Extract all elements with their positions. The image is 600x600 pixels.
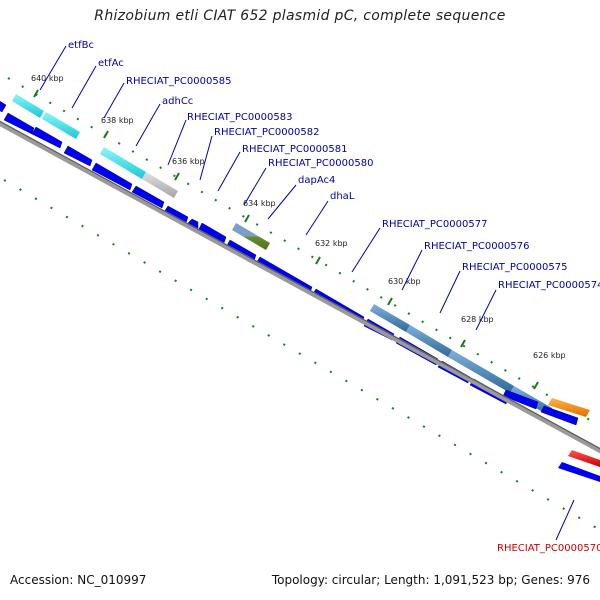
scale-label-632: 632 kbp xyxy=(315,239,348,248)
cds-arrow xyxy=(131,185,165,209)
scale-label-628: 628 kbp xyxy=(461,315,494,324)
scale-label-630: 630 kbp xyxy=(388,277,421,286)
scale-labels: 640 kbp 638 kbp 636 kbp 634 kbp 632 kbp … xyxy=(31,74,566,360)
gene-label-RHECIAT_PC0000575: RHECIAT_PC0000575 xyxy=(462,262,567,273)
cds-arrow xyxy=(63,145,93,167)
feature-adhCc-b xyxy=(142,172,178,198)
gene-labels: etfBc etfAc RHECIAT_PC0000585 adhCc RHEC… xyxy=(68,40,600,554)
scale-label-636: 636 kbp xyxy=(172,157,205,166)
gene-label-etfAc: etfAc xyxy=(98,58,124,69)
inner-tick-dots xyxy=(3,179,600,531)
cds-arrow xyxy=(31,126,63,149)
scale-label-626: 626 kbp xyxy=(533,351,566,360)
gene-label-dapAc4: dapAc4 xyxy=(298,175,335,186)
gene-label-RHECIAT_PC0000585: RHECIAT_PC0000585 xyxy=(126,76,231,87)
cds-arrow xyxy=(558,462,600,482)
gene-label-RHECIAT_PC0000574: RHECIAT_PC0000574 xyxy=(498,280,600,291)
gene-label-RHECIAT_PC0000576: RHECIAT_PC0000576 xyxy=(424,241,529,252)
feature-track xyxy=(12,94,590,417)
feature-adhCc-a xyxy=(100,147,146,179)
gene-label-RHECIAT_PC0000570: RHECIAT_PC0000570 xyxy=(497,543,600,554)
scale-label-638: 638 kbp xyxy=(101,116,134,125)
feature-PC0000576 xyxy=(406,325,452,357)
cds-arrow xyxy=(540,405,579,426)
map-title: Rhizobium etli CIAT 652 plasmid pC, comp… xyxy=(94,8,506,24)
gene-label-etfBc: etfBc xyxy=(68,40,94,51)
feature-orange xyxy=(548,398,590,417)
gene-label-RHECIAT_PC0000581: RHECIAT_PC0000581 xyxy=(242,144,347,155)
scale-ticks xyxy=(33,89,539,390)
label-connectors xyxy=(39,45,575,541)
feature-etfAc xyxy=(42,112,80,139)
cds-arrow xyxy=(0,100,7,113)
feature-PC0000575 xyxy=(448,350,514,393)
topology-summary: Topology: circular; Length: 1,091,523 bp… xyxy=(271,573,590,587)
scale-label-634: 634 kbp xyxy=(243,199,276,208)
feature-etfBc xyxy=(12,94,44,118)
feature-PC0000570 xyxy=(568,450,600,467)
gene-label-dhaL: dhaL xyxy=(330,191,355,202)
accession-text: Accession: NC_010997 xyxy=(10,573,147,587)
lower-features xyxy=(558,450,600,482)
feature-dapAc4 xyxy=(232,223,270,250)
gene-label-RHECIAT_PC0000577: RHECIAT_PC0000577 xyxy=(382,219,487,230)
gene-label-RHECIAT_PC0000580: RHECIAT_PC0000580 xyxy=(268,158,373,169)
gene-label-adhCc: adhCc xyxy=(162,96,193,107)
gene-label-RHECIAT_PC0000582: RHECIAT_PC0000582 xyxy=(214,127,319,138)
backbone xyxy=(0,120,600,454)
cds-arrow xyxy=(502,389,539,410)
cds-arrow xyxy=(91,162,133,191)
gene-label-RHECIAT_PC0000583: RHECIAT_PC0000583 xyxy=(187,112,292,123)
feature-PC0000577 xyxy=(370,304,410,332)
